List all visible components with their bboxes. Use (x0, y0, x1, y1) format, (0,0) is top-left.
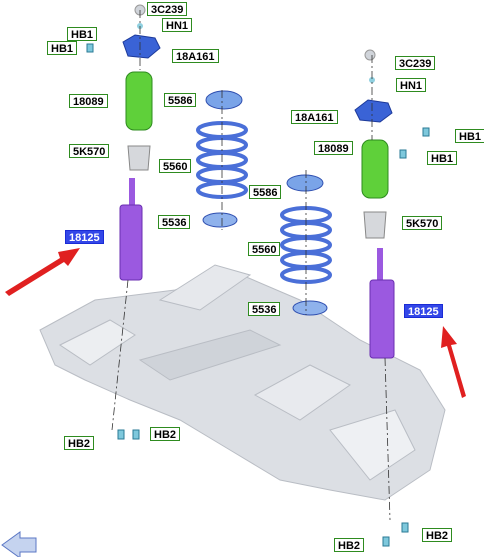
left-arrow-icon[interactable] (1, 531, 37, 557)
label-3c239[interactable]: 3C239 (395, 56, 436, 70)
label-hb1[interactable]: HB1 (427, 151, 458, 165)
label-18089[interactable]: 18089 (314, 141, 353, 155)
label-5586[interactable]: 5586 (249, 185, 282, 199)
label-hb1[interactable]: HB1 (455, 129, 484, 143)
right-upper-seat (286, 174, 324, 192)
bolt-icon (86, 43, 430, 547)
label-hb2[interactable]: HB2 (150, 427, 181, 441)
left-upper-seat (205, 90, 243, 110)
label-hb2[interactable]: HB2 (422, 528, 453, 542)
right-bump-stop (363, 211, 387, 239)
right-lower-seat (292, 300, 328, 316)
label-5k570[interactable]: 5K570 (402, 216, 443, 230)
right-damper-body (369, 279, 395, 359)
left-dust-boot (125, 71, 153, 131)
assembly-centerlines (111, 10, 391, 521)
right-dust-boot (361, 139, 389, 199)
label-hn1[interactable]: HN1 (396, 78, 427, 92)
label-18125[interactable]: 18125 (65, 230, 104, 244)
left-damper-body (119, 204, 143, 281)
rear-subframe (39, 264, 446, 501)
left-bump-stop (127, 145, 151, 171)
label-hb2[interactable]: HB2 (64, 436, 95, 450)
label-hn1[interactable]: HN1 (162, 18, 193, 32)
label-hb1[interactable]: HB1 (67, 27, 98, 41)
label-5536[interactable]: 5536 (248, 302, 281, 316)
left-damper-rod (129, 178, 135, 208)
right-top-mount (354, 49, 393, 123)
label-3c239[interactable]: 3C239 (147, 2, 188, 16)
label-hb1[interactable]: HB1 (47, 41, 78, 55)
left-lower-seat (202, 212, 238, 228)
label-5536[interactable]: 5536 (158, 215, 191, 229)
label-hb2[interactable]: HB2 (334, 538, 365, 552)
direction-arrows (5, 248, 466, 398)
label-18a161[interactable]: 18A161 (291, 110, 338, 124)
label-5560[interactable]: 5560 (248, 242, 281, 256)
label-5586[interactable]: 5586 (164, 93, 197, 107)
label-5560[interactable]: 5560 (159, 159, 192, 173)
label-18a161[interactable]: 18A161 (172, 49, 219, 63)
label-5k570[interactable]: 5K570 (69, 144, 110, 158)
label-18089[interactable]: 18089 (69, 94, 108, 108)
label-18125[interactable]: 18125 (404, 304, 443, 318)
right-damper-rod (377, 248, 383, 283)
